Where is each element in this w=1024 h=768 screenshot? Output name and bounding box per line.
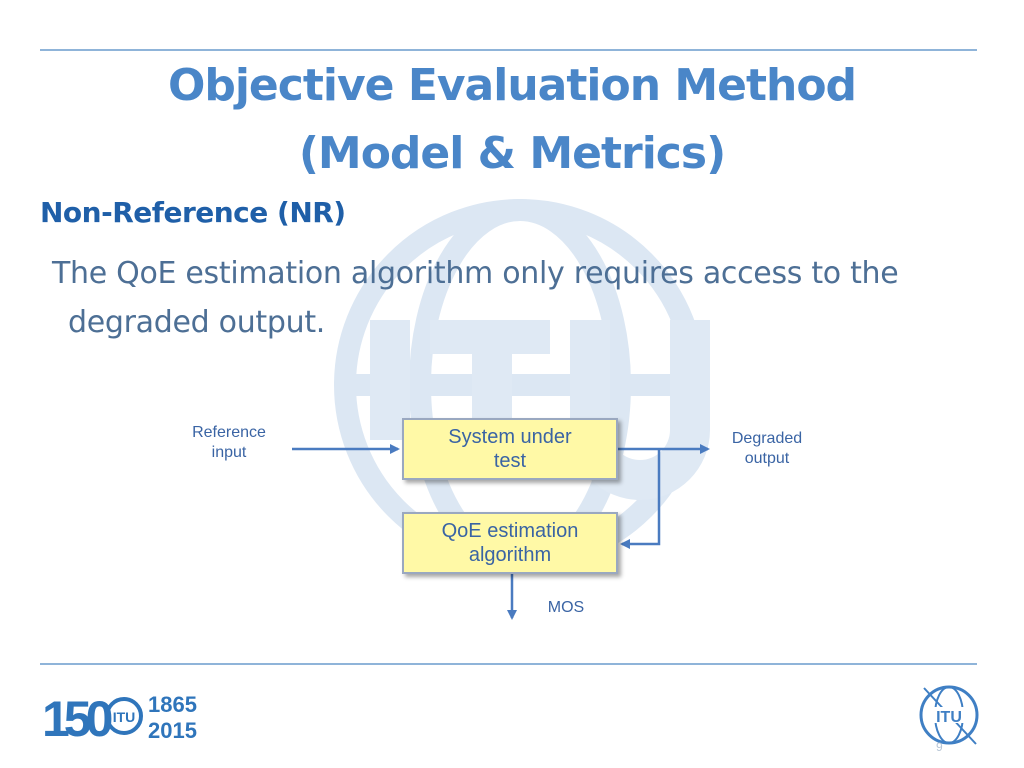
page-number: 9 <box>936 740 943 754</box>
top-rule <box>40 49 977 51</box>
bottom-rule <box>40 663 977 665</box>
body-text-line2: degraded output. <box>68 305 326 340</box>
year-2015: 2015 <box>148 718 197 743</box>
system-under-test-box: System under test <box>402 418 618 480</box>
logo-itu-small: ITU <box>113 709 136 725</box>
system-box-line1: System under <box>448 426 572 448</box>
slide-title-line2: (Model & Metrics) <box>298 128 726 179</box>
degraded-output-label-line1: Degraded <box>731 430 803 447</box>
itu-150-anniversary-logo: 150 ITU 1865 2015 <box>42 691 197 746</box>
mos-label: MOS <box>547 599 585 616</box>
qoe-estimation-box: QoE estimation algorithm <box>402 512 618 574</box>
qoe-box-line2: algorithm <box>468 544 552 566</box>
reference-input-label-line1: Reference <box>192 424 266 441</box>
body-text-line1: The QoE estimation algorithm only requir… <box>52 256 899 291</box>
system-box-line2: test <box>493 450 527 472</box>
itu-logo-icon: ITU <box>919 685 979 745</box>
year-1865: 1865 <box>148 692 197 717</box>
itu-logo-text: ITU <box>936 709 962 726</box>
degraded-output-label: Degraded output <box>714 429 820 469</box>
logo-150-text: 150 <box>42 691 112 746</box>
arrow-output-to-qoe <box>620 449 661 549</box>
slide-title-line1: Objective Evaluation Method <box>167 60 857 111</box>
reference-input-label-line2: input <box>211 444 247 461</box>
qoe-box-line1: QoE estimation <box>441 520 579 542</box>
degraded-output-label-line2: output <box>744 450 790 467</box>
section-heading: Non-Reference (NR) <box>40 196 346 229</box>
reference-input-label: Reference input <box>176 423 282 463</box>
